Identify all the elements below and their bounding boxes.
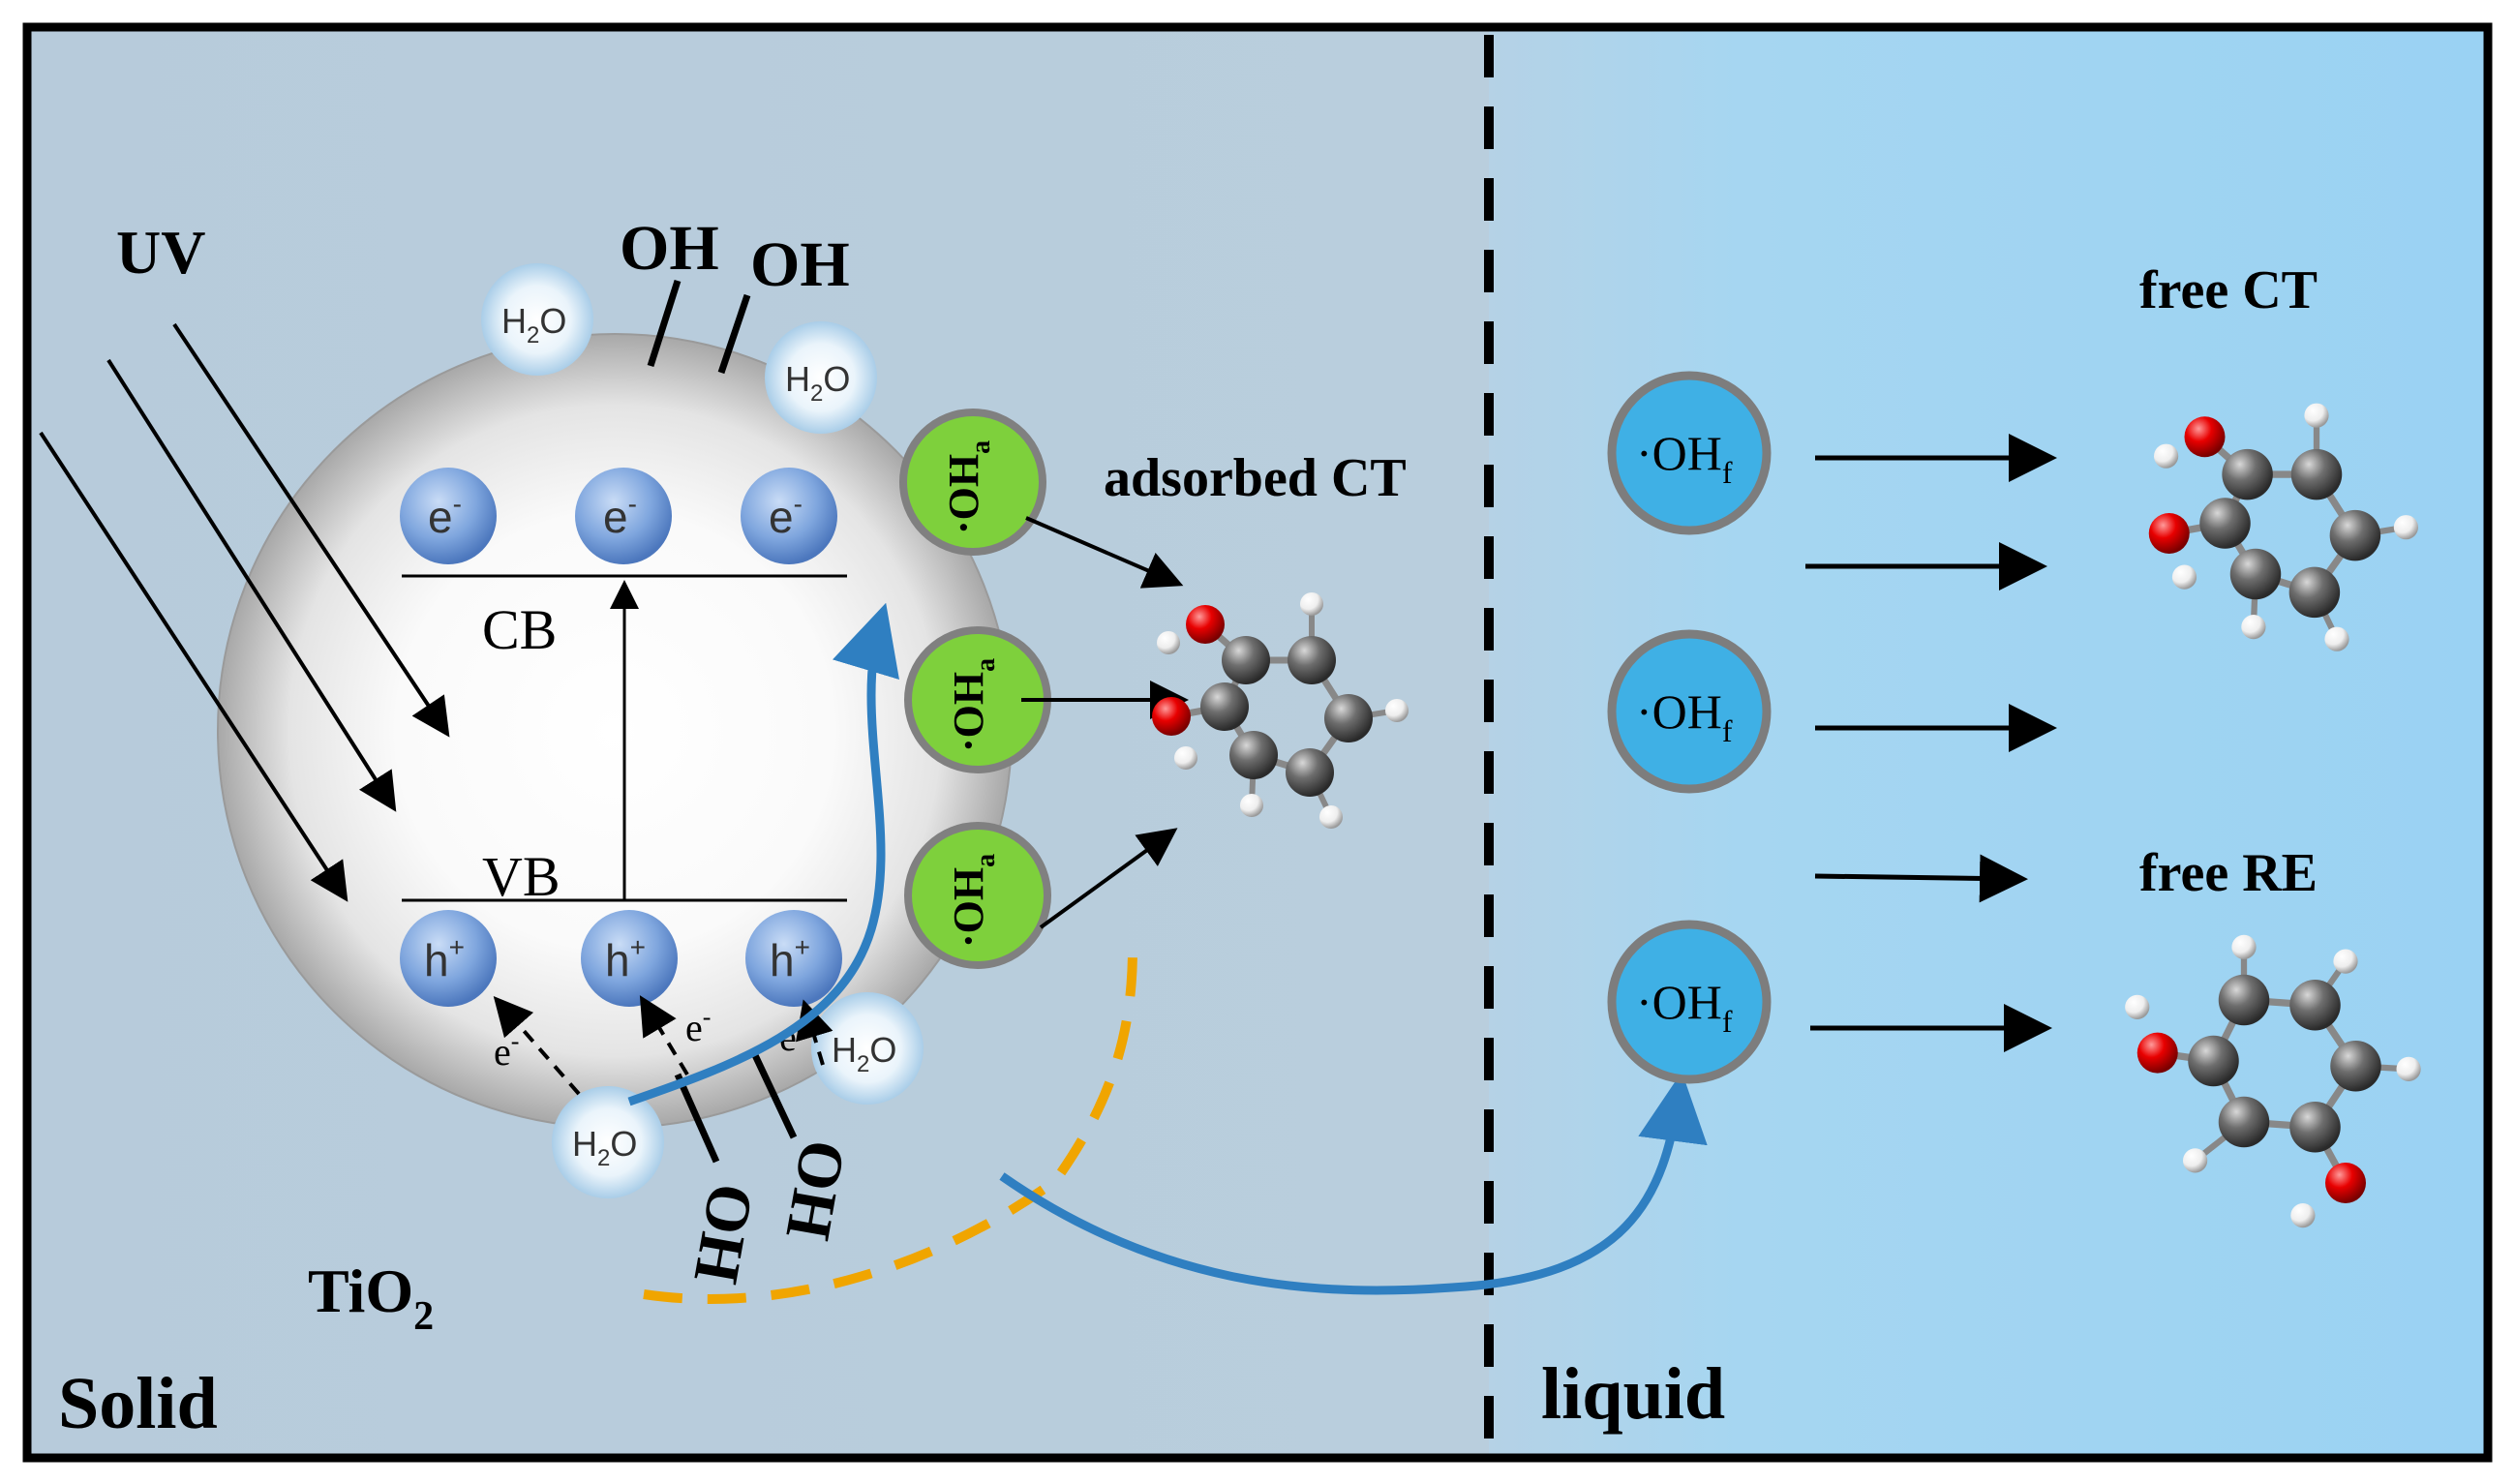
uv-ray [106,358,397,812]
oh-label: OH [680,1178,767,1288]
svg-text:h+: h+ [770,932,810,985]
svg-text:·OHf: ·OHf [1636,684,1733,748]
electron-transfer-arrow [639,995,689,1076]
hole: h+ [745,910,842,1007]
water-molecule: H2O [552,1086,664,1198]
uv-ray [172,322,450,738]
free-oh-radical: ·OHf [1607,920,1772,1084]
water-molecule: H2O [481,263,593,376]
tio2-label: TiO2 [308,1257,434,1339]
oh-label: OH [620,213,719,284]
solid-label: Solid [58,1363,218,1444]
free-re-label: free RE [2139,843,2318,903]
reaction-arrow [1025,516,1184,589]
svg-text:H2O: H2O [832,1030,896,1077]
free-oh-radical: ·OHf [1607,629,1772,794]
svg-text:·OHa: ·OHa [945,854,1001,948]
electron: e- [741,468,837,564]
surface-oh-bond [674,1073,720,1164]
electron: e- [400,468,497,564]
adsorbed-ct-label: adsorbed CT [1104,448,1407,508]
surface-oh-bond [647,279,682,368]
reaction-arrow [1814,854,2028,903]
electron-label: e- [494,1027,519,1074]
surface-oh-bond [751,1053,798,1139]
reaction-arrow [1039,828,1178,929]
adsorbed-oh-radical: ·OHa [899,409,1046,556]
oh-generation-flow [627,602,900,1106]
liquid-label: liquid [1541,1353,1725,1435]
electron: e- [575,468,672,564]
svg-text:·OHa: ·OHa [940,440,996,534]
free-oh-radical: ·OHf [1607,371,1772,535]
outer-frame [22,22,2493,1463]
oh-label: OH [750,229,850,300]
free-ct-label: free CT [2139,260,2318,320]
svg-text:·OHa: ·OHa [945,658,1001,752]
adsorbed-oh-radical: ·OHa [904,626,1051,773]
svg-text:e-: e- [603,489,637,542]
uv-label: UV [116,218,205,287]
hole: h+ [400,910,497,1007]
electron-label: e- [685,1003,711,1049]
svg-text:H2O: H2O [501,301,566,348]
oh-desorption-flow [999,1072,1708,1295]
hole: h+ [581,910,678,1007]
water-molecule: H2O [765,321,877,434]
surface-oh-bond [717,293,751,375]
svg-text:·OHf: ·OHf [1636,975,1733,1039]
svg-text:h+: h+ [424,932,465,985]
electron-transfer-arrow [493,995,581,1096]
svg-text:H2O: H2O [572,1124,637,1171]
adsorbed-oh-radical: ·OHa [904,822,1051,969]
svg-text:H2O: H2O [785,359,850,407]
water-molecule: H2O [811,992,924,1105]
svg-text:e-: e- [428,489,462,542]
vb-label: VB [482,845,561,908]
uv-ray [39,431,348,902]
oh-label: OH [772,1135,859,1245]
cb-label: CB [482,598,557,661]
svg-text:·OHf: ·OHf [1636,426,1733,490]
svg-text:h+: h+ [605,932,646,985]
svg-text:e-: e- [769,489,803,542]
